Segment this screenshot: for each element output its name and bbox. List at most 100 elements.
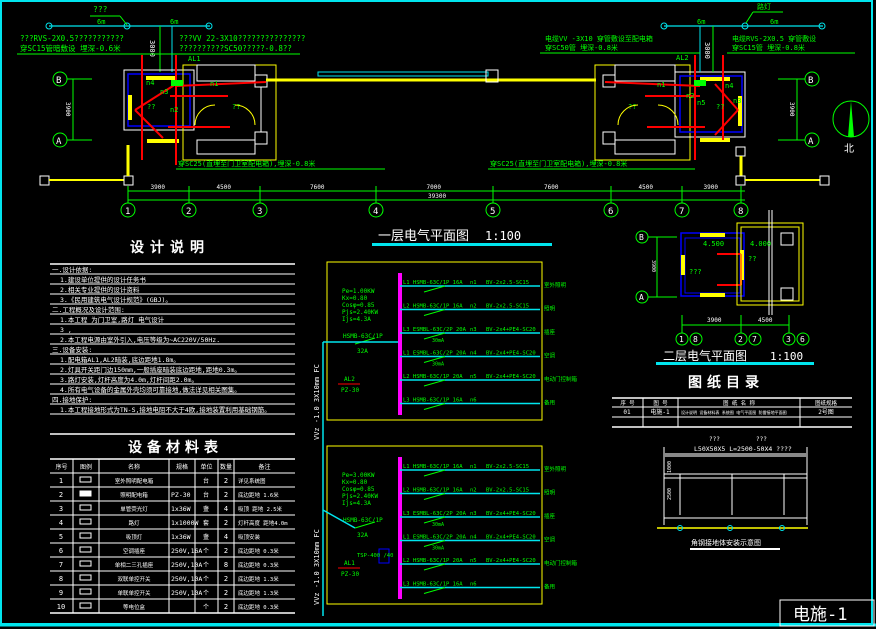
svg-text:吸顶 距地 2.5米: 吸顶 距地 2.5米 xyxy=(238,505,283,513)
svg-text:5: 5 xyxy=(490,207,495,217)
index-header: 图 号 xyxy=(653,399,668,407)
note-line: 4.所有电气设备的金属外壳均须可靠接地,做法详见相关图集。 xyxy=(60,385,241,394)
system-diagram-al1: Pe=3.00KWKx=0.80Cosφ=0.85Pjs=2.40KWIjs=4… xyxy=(326,445,578,605)
svg-text:n4: n4 xyxy=(470,351,477,357)
svg-text:4: 4 xyxy=(224,505,228,513)
svg-text:北: 北 xyxy=(844,143,854,155)
svg-text:2: 2 xyxy=(186,207,191,217)
svg-text:250V,16A: 250V,16A xyxy=(171,547,202,555)
axis-marker-1: 1 xyxy=(120,186,136,218)
floor2-qq: ?? xyxy=(748,255,756,263)
svg-text:n5: n5 xyxy=(470,374,477,380)
svg-text:BV-2x4+PE4-SC20: BV-2x4+PE4-SC20 xyxy=(486,535,536,541)
svg-text:30mA: 30mA xyxy=(432,338,444,344)
main-breaker: HSMB-63C/1P xyxy=(343,517,383,524)
design-notes-title: 设计说明 xyxy=(130,239,210,256)
svg-text:个: 个 xyxy=(203,576,209,583)
circuit-n4: n4 xyxy=(146,79,154,87)
svg-text:L1 HSMB-63C/1P 16A: L1 HSMB-63C/1P 16A xyxy=(403,464,463,470)
gnd-dim-1000: 1000 xyxy=(667,461,673,473)
svg-text:空调: 空调 xyxy=(544,352,556,360)
dim-label: 7600 xyxy=(544,184,559,191)
svg-text:1x36W: 1x36W xyxy=(171,533,191,541)
svg-text:2: 2 xyxy=(224,575,228,583)
svg-text:电施-1: 电施-1 xyxy=(650,408,670,416)
axis-a-right: A xyxy=(778,132,820,148)
svg-text:室外照明: 室外照明 xyxy=(544,465,567,473)
svg-text:台: 台 xyxy=(203,477,209,485)
svg-text:备用: 备用 xyxy=(544,399,555,407)
svg-text:详见系统图: 详见系统图 xyxy=(238,477,266,485)
materials-title: 设备材料表 xyxy=(128,439,223,456)
system-diagram-al2: Pe=1.00KWKx=0.80Cosφ=0.85Pjs=2.40KWIjs=4… xyxy=(326,261,578,421)
svg-text:L2 HSMB-63C/1P 16A: L2 HSMB-63C/1P 16A xyxy=(403,304,463,310)
panel-type: PZ-30 xyxy=(341,571,359,578)
floor2-axis-1: 1 xyxy=(675,332,689,346)
dim-vert: 3900 xyxy=(788,102,795,117)
svg-text:B: B xyxy=(639,233,644,242)
svg-text:B: B xyxy=(808,76,813,86)
svg-text:底边距地 1.6米: 底边距地 1.6米 xyxy=(238,491,279,499)
svg-text:250V,10A: 250V,10A xyxy=(171,561,202,569)
room-label: ?? xyxy=(232,103,240,111)
svg-text:PZ-30: PZ-30 xyxy=(171,491,191,499)
svg-text:灯杆高度 距地4.0m: 灯杆高度 距地4.0m xyxy=(238,519,288,527)
svg-text:4: 4 xyxy=(224,533,228,541)
dim-6m: 6m xyxy=(697,18,705,26)
param: Pe=3.00KW xyxy=(342,472,375,479)
svg-text:8: 8 xyxy=(738,207,743,217)
socket-icon xyxy=(79,560,92,567)
svg-text:2: 2 xyxy=(224,491,228,499)
note-line: 2.灯具开关距门边150mm,一般插座暗装底边距地,距地0.3m。 xyxy=(60,365,241,374)
index-header: 序 号 xyxy=(620,399,635,407)
floor2-axis-3: 3 xyxy=(782,332,796,346)
svg-text:电动门控制箱: 电动门控制箱 xyxy=(544,559,578,567)
gnd-label: ??? xyxy=(709,436,720,443)
feeder-label-bottom: VVz -1.0 3X10mm FC xyxy=(313,529,321,605)
axis-a-left: A xyxy=(52,132,92,148)
north-arrow-icon: 北 xyxy=(832,100,870,155)
top-right-label: 路灯 xyxy=(757,2,771,11)
svg-text:n6: n6 xyxy=(470,398,477,404)
switch-single-icon xyxy=(79,588,92,595)
circuit-n4: n4 xyxy=(725,82,733,90)
dim-6m: 6m xyxy=(170,18,178,26)
floor2-axis-2: 2 xyxy=(734,332,748,346)
axis-marker-5: 5 xyxy=(485,186,501,218)
svg-text:单管荧光灯: 单管荧光灯 xyxy=(120,505,148,513)
floor2-axis-7: 7 xyxy=(748,332,762,346)
floor2-room: ??? xyxy=(689,268,702,276)
svg-text:设计说明 设备材料表 系统图 电气平面图 防雷接地平面图: 设计说明 设备材料表 系统图 电气平面图 防雷接地平面图 xyxy=(681,409,787,415)
note-line: 1.本工程接地形式为TN-S,接地电阻不大于4欧,接地装置利用基础钢筋。 xyxy=(60,405,271,414)
svg-text:1: 1 xyxy=(679,335,684,344)
param: Pjs=2.40KW xyxy=(342,309,379,316)
svg-text:10: 10 xyxy=(57,603,65,611)
param: Kx=0.80 xyxy=(342,295,368,302)
fluorescent-icon xyxy=(79,504,92,511)
svg-text:BV-2x2.5-SC15: BV-2x2.5-SC15 xyxy=(486,488,529,494)
panel-al1-label: AL1 xyxy=(188,55,201,63)
axis-marker-8: 8 xyxy=(733,186,749,218)
floor2-axis-6: 6 xyxy=(796,332,810,346)
total-dim: 39300 xyxy=(428,193,446,200)
param: Ijs=4.3A xyxy=(342,316,371,323)
table-header: 规格 xyxy=(176,463,188,471)
note-line: 二.工程概况及设计范围: xyxy=(52,305,125,314)
svg-text:BV-2x2.5-SC15: BV-2x2.5-SC15 xyxy=(486,464,529,470)
main-rating: 32A xyxy=(357,348,368,355)
rect-filled-icon xyxy=(79,490,92,497)
street-lamp-icon xyxy=(79,518,92,525)
svg-text:照明: 照明 xyxy=(544,306,556,313)
svg-text:底边距地 0.3米: 底边距地 0.3米 xyxy=(238,547,279,555)
